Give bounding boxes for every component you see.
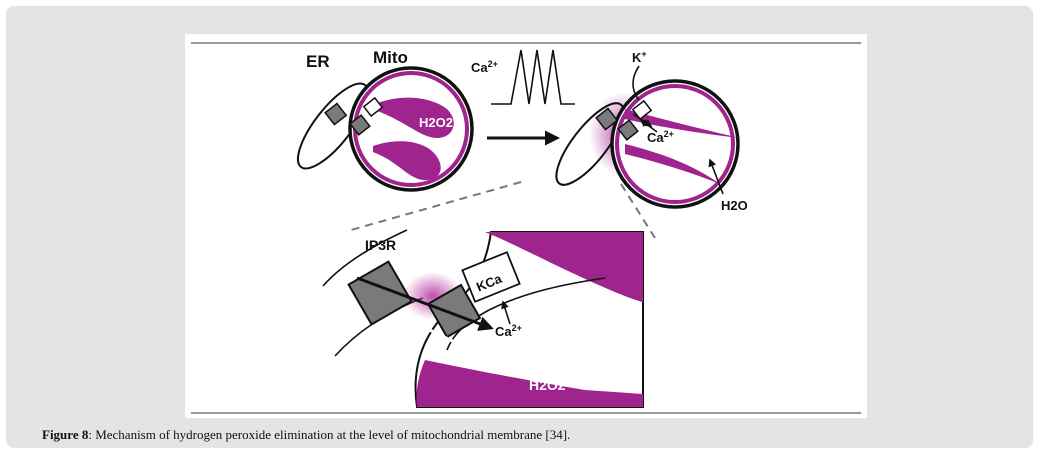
ca-spike-trace <box>491 49 575 105</box>
ip3r-label: IP3R <box>365 237 396 253</box>
ca-right-label: Ca2+ <box>647 129 674 145</box>
kca-channel-zoom <box>461 251 521 303</box>
kca-channel-right <box>631 99 653 121</box>
k-efflux-arrow <box>632 65 640 101</box>
ca-influx-arrow-b <box>639 119 658 133</box>
inner-membrane-zoom <box>446 277 606 351</box>
ip3r-channel-right <box>595 107 619 131</box>
caption-text: : Mechanism of hydrogen peroxide elimina… <box>88 427 571 442</box>
mito-right-inner <box>615 84 735 204</box>
er-membrane-right <box>555 102 625 186</box>
figure-image: ER Mito H2O2 Ca2+ K+ Ca2+ H2O <box>185 34 867 418</box>
figure-number: Figure 8 <box>42 427 89 442</box>
k-ion-label: K+ <box>632 49 647 65</box>
crista-bottom-right <box>625 144 720 184</box>
kca-activation-arrow <box>501 300 511 325</box>
ip3r-channel-left <box>324 102 348 126</box>
zoom-guide-right <box>620 183 656 239</box>
crista-bottom-left <box>373 141 441 181</box>
h2o2-label-zoom: H2O2 <box>529 377 566 393</box>
figure-caption: Figure 8: Mechanism of hydrogen peroxide… <box>42 427 570 443</box>
matrix-magenta-top-zoom <box>485 232 643 302</box>
mito-right <box>610 79 740 209</box>
figure-panel: ER Mito H2O2 Ca2+ K+ Ca2+ H2O <box>6 6 1033 448</box>
ca-transfer-arrow-zoom <box>356 276 494 331</box>
er-label: ER <box>306 52 330 71</box>
er-membrane-left <box>296 82 370 170</box>
h2o-arrow <box>708 158 724 195</box>
kca-channel-left <box>362 96 384 118</box>
vdac-channel-zoom <box>426 283 482 339</box>
matrix-magenta-bottom-zoom <box>416 360 643 407</box>
mito-left <box>348 66 474 192</box>
ip3r-channel-zoom <box>347 260 413 326</box>
crista-top-left <box>375 97 454 138</box>
h2o-label: H2O <box>721 198 748 213</box>
ca-zoom-label: Ca2+ <box>495 323 522 339</box>
mechanism-diagram: ER Mito H2O2 Ca2+ K+ Ca2+ H2O <box>191 42 861 414</box>
h2o2-label-top: H2O2 <box>419 115 453 130</box>
vdac-channel-right <box>617 119 639 141</box>
er-membrane-zoom-upper <box>322 229 408 287</box>
h2o2-arrow-zoom <box>406 318 538 384</box>
zoom-guide-left <box>350 181 522 231</box>
vdac-channel-left <box>349 114 371 136</box>
ca-spikes-label: Ca2+ <box>471 59 498 75</box>
mito-label: Mito <box>373 48 408 67</box>
